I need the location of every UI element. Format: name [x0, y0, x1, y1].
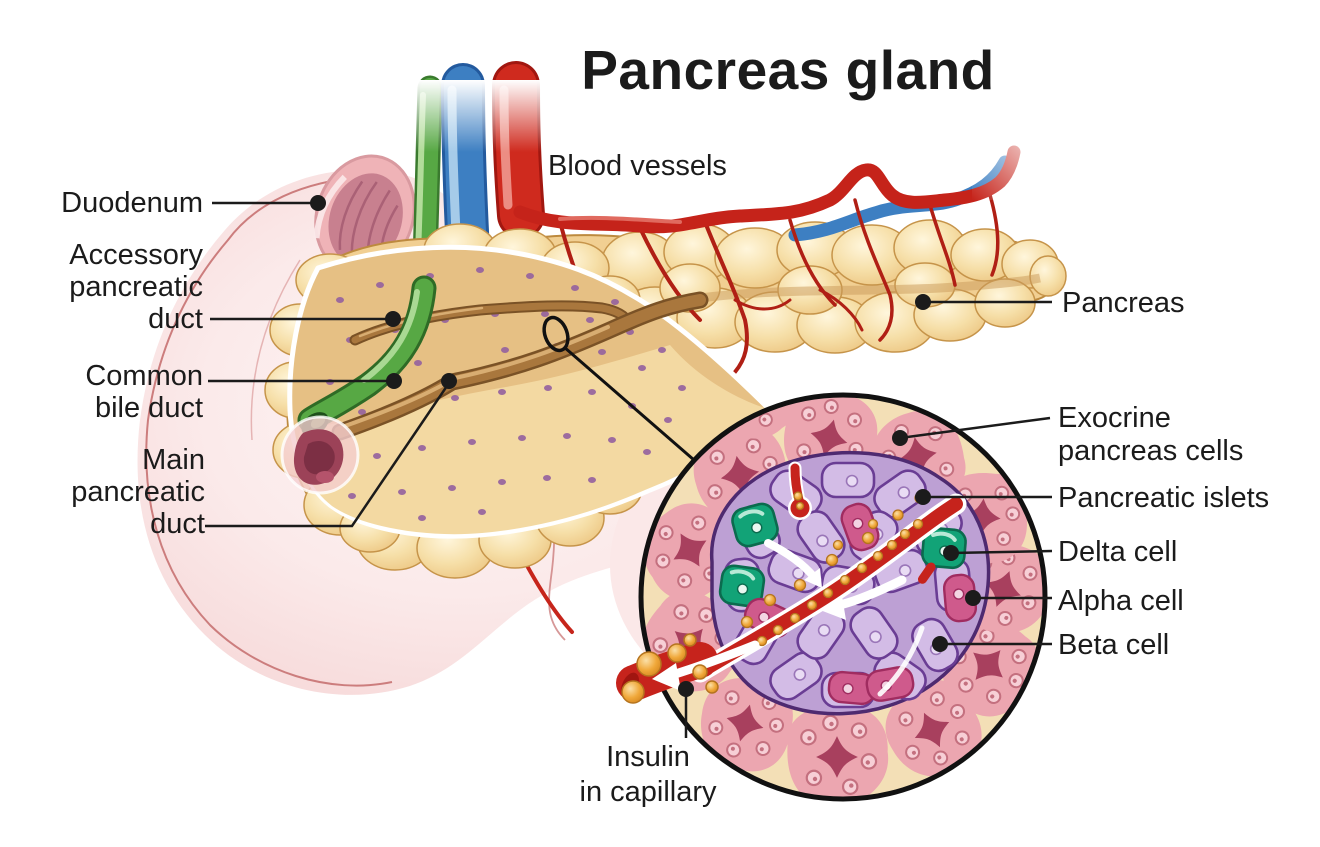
leader-insulin: [678, 681, 694, 738]
label-duodenum: Duodenum: [61, 187, 203, 219]
label-blood-vessels: Blood vessels: [548, 150, 727, 182]
leader-pancreas: [915, 294, 1052, 310]
secretion-arrows: [764, 539, 925, 697]
label-accessory-duct: Accessory pancreatic duct: [69, 239, 203, 335]
label-insulin-capillary: Insulin in capillary: [579, 741, 717, 808]
leader-alpha: [965, 590, 1052, 606]
insulin-capillary-exit: [616, 633, 760, 704]
vessel-fade-top: [392, 80, 564, 152]
label-beta-cell: Beta cell: [1058, 629, 1170, 661]
leader-exocrine: [892, 416, 1051, 446]
leader-islets: [915, 489, 1052, 505]
leader-beta: [932, 636, 1052, 652]
callout-connector-line: [563, 345, 695, 462]
leader-common-bile-duct: [208, 373, 402, 389]
leader-lines: [205, 195, 1053, 738]
label-pancreatic-islets: Pancreatic islets: [1058, 482, 1270, 514]
label-main-duct: Main pancreatic duct: [71, 444, 205, 540]
label-common-bile-duct: Common bile duct: [85, 360, 203, 424]
ducts: [280, 275, 709, 495]
label-delta-cell: Delta cell: [1058, 536, 1178, 568]
leader-main-duct: [205, 373, 457, 528]
leader-duodenum: [212, 195, 326, 211]
label-alpha-cell: Alpha cell: [1058, 585, 1184, 617]
islet-speckles: [316, 267, 686, 521]
leader-delta: [943, 545, 1053, 561]
duodenal-papilla: [280, 415, 360, 495]
vessel-fade-right: [972, 122, 1047, 200]
label-pancreas: Pancreas: [1062, 287, 1185, 319]
leader-accessory-duct: [210, 311, 401, 327]
callout-source-ellipse: [542, 315, 570, 353]
page-title: Pancreas gland: [581, 39, 995, 101]
label-exocrine-cells: Exocrine pancreas cells: [1058, 402, 1244, 467]
islet-capillary: [689, 461, 967, 697]
